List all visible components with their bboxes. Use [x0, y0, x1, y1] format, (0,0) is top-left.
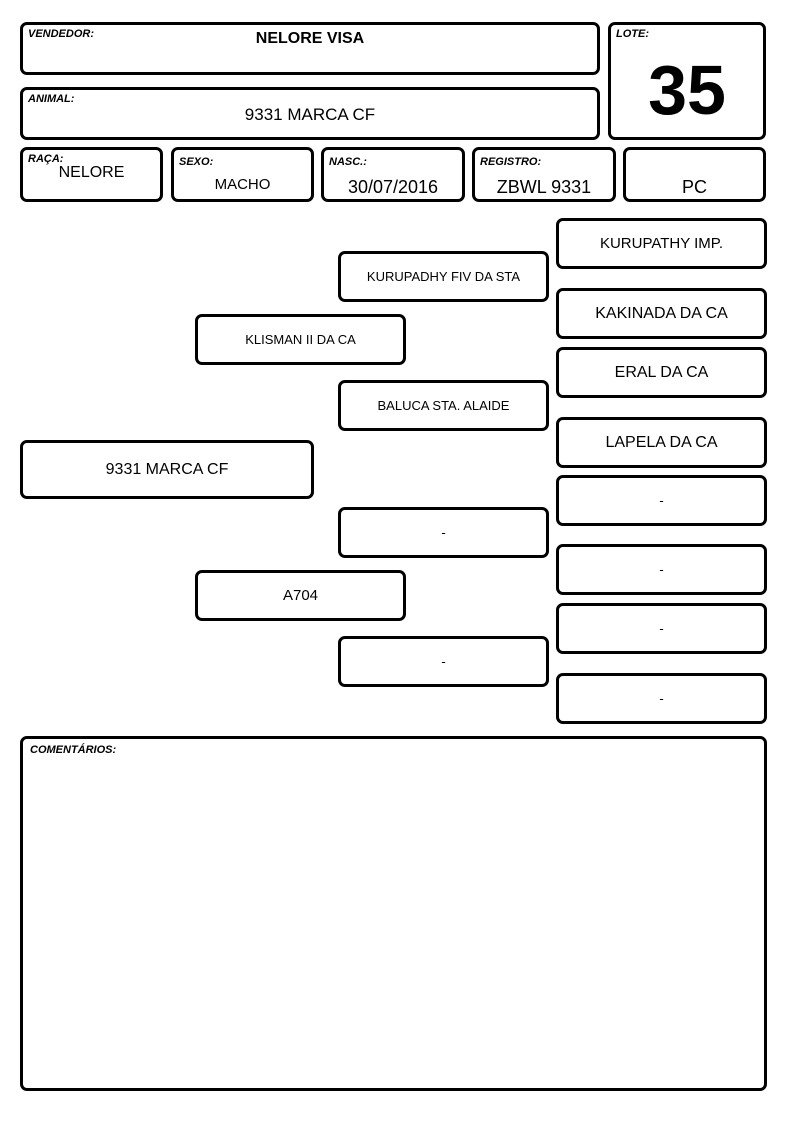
raca-value: NELORE	[58, 164, 125, 181]
pedigree-great-grandparent: KURUPATHY IMP.	[556, 218, 767, 269]
registro-label: REGISTRO:	[480, 156, 542, 168]
pedigree-maternal-granddam: -	[338, 636, 549, 687]
lote-label: LOTE:	[616, 28, 649, 40]
animal-box: ANIMAL: 9331 MARCA CF	[20, 87, 600, 140]
pedigree-paternal-granddam: BALUCA STA. ALAIDE	[338, 380, 549, 431]
raca-box: RAÇA: NELORE	[20, 147, 163, 202]
pedigree-paternal-grandsire: KURUPADHY FIV DA STA	[338, 251, 549, 302]
pedigree-great-grandparent: LAPELA DA CA	[556, 417, 767, 468]
sexo-value: MACHO	[214, 176, 271, 193]
pedigree-great-grandparent: -	[556, 544, 767, 595]
comments-box: COMENTÁRIOS:	[20, 736, 767, 1091]
vendedor-value: NELORE VISA	[255, 30, 365, 47]
categoria-box: PC	[623, 147, 766, 202]
animal-value: 9331 MARCA CF	[244, 105, 376, 124]
registro-box: REGISTRO: ZBWL 9331	[472, 147, 616, 202]
lote-value: 35	[648, 51, 726, 129]
pedigree-great-grandparent: -	[556, 603, 767, 654]
pedigree-dam: A704	[195, 570, 406, 621]
categoria-value: PC	[681, 177, 707, 197]
pedigree-great-grandparent: -	[556, 475, 767, 526]
sexo-label: SEXO:	[179, 156, 214, 168]
pedigree-sire: KLISMAN II DA CA	[195, 314, 406, 365]
registro-value: ZBWL 9331	[496, 177, 592, 197]
animal-label: ANIMAL:	[28, 93, 75, 105]
pedigree-animal: 9331 MARCA CF	[20, 440, 314, 499]
pedigree-maternal-grandsire: -	[338, 507, 549, 558]
vendedor-box: VENDEDOR: NELORE VISA	[20, 22, 600, 75]
pedigree-great-grandparent: ERAL DA CA	[556, 347, 767, 398]
vendedor-label: VENDEDOR:	[28, 28, 95, 40]
lote-box: LOTE: 35	[608, 22, 766, 140]
nasc-value: 30/07/2016	[347, 177, 439, 197]
raca-label: RAÇA:	[28, 153, 64, 165]
pedigree-great-grandparent: -	[556, 673, 767, 724]
sexo-box: SEXO: MACHO	[171, 147, 314, 202]
nasc-box: NASC.: 30/07/2016	[321, 147, 465, 202]
comments-label: COMENTÁRIOS:	[30, 744, 117, 756]
pedigree-great-grandparent: KAKINADA DA CA	[556, 288, 767, 339]
nasc-label: NASC.:	[329, 156, 367, 168]
